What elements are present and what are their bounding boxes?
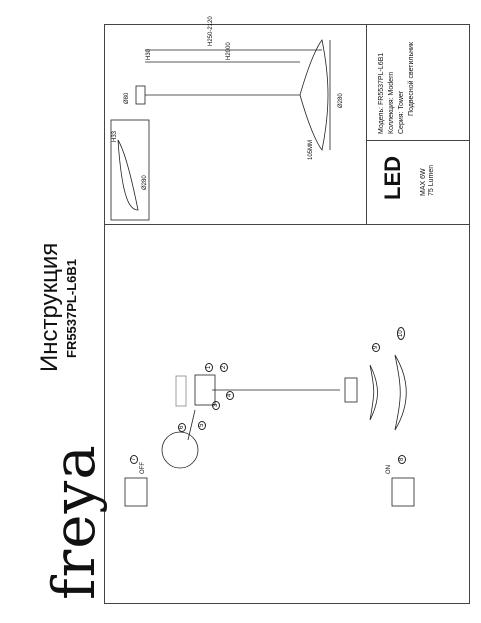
step-marker: 10 (397, 327, 405, 340)
step-marker: 2 (220, 362, 228, 372)
step-marker: 6 (178, 422, 186, 432)
step-marker: 4 (226, 390, 234, 400)
divider (366, 24, 367, 224)
step-marker: 5 (198, 420, 206, 430)
step-off-label: OFF (140, 462, 146, 474)
step-on-label: ON (386, 465, 392, 474)
step-marker: 3 (212, 400, 220, 410)
divider (104, 224, 470, 225)
step-marker: 9 (372, 342, 380, 352)
divider (366, 140, 470, 141)
step-marker: 1 (205, 362, 213, 372)
instruction-frame (104, 24, 470, 604)
step-marker: 7 (130, 454, 138, 464)
step-marker: 8 (398, 454, 406, 464)
